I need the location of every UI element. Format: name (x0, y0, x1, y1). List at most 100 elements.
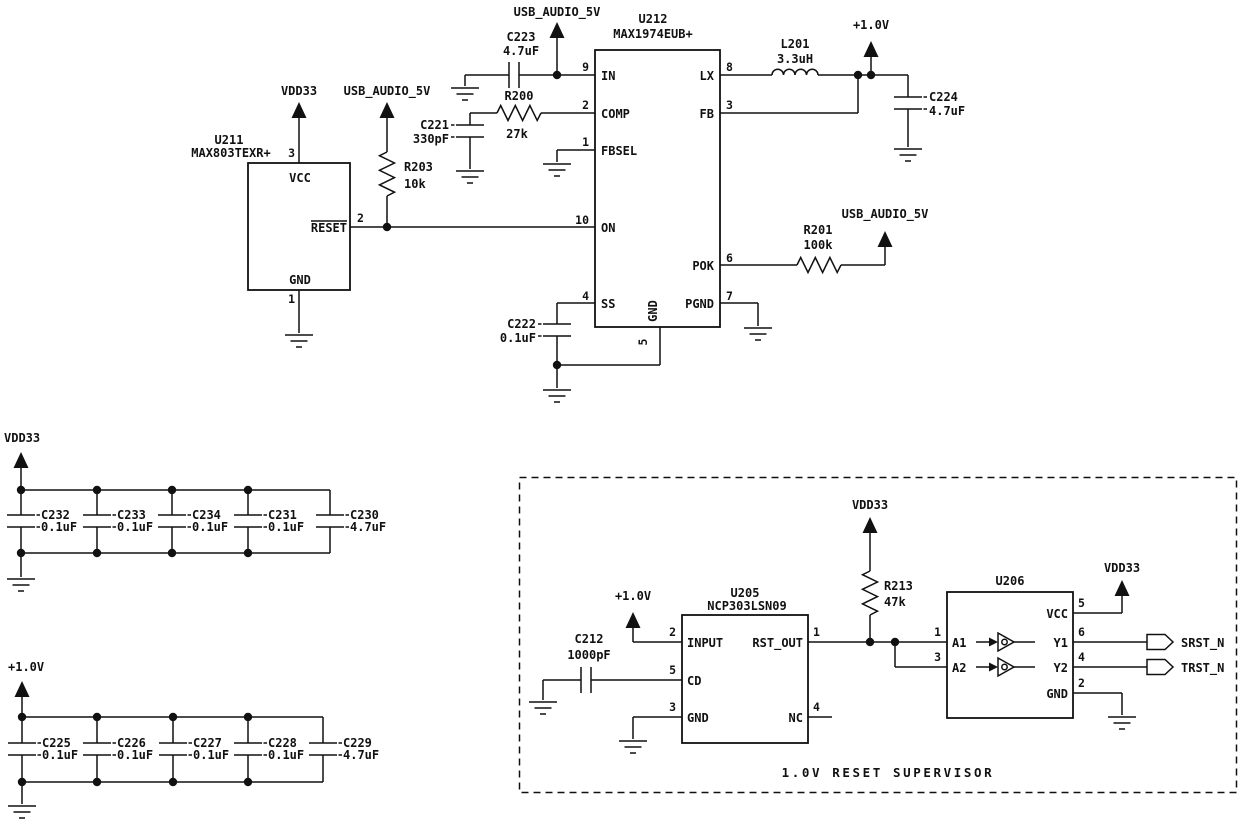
net-label-usb-audio-5v: USB_AUDIO_5V (344, 84, 431, 99)
l201-ref: L201 (781, 37, 810, 51)
r213-ref: R213 (884, 579, 913, 593)
c229-value: 4.7uF (343, 748, 379, 762)
power-arrow-icon (291, 102, 307, 118)
u212-pin-fbsel: FBSEL (601, 144, 637, 158)
u206-pinnum-2: 2 (1078, 676, 1085, 690)
capacitor-c228 (233, 742, 268, 756)
net-label-usb-audio-5v: USB_AUDIO_5V (842, 207, 929, 222)
u206-pin-a2: A2 (952, 661, 966, 675)
u211-pin-vcc: VCC (289, 171, 311, 185)
resistor-r201 (796, 256, 842, 274)
offpage-connector-trst (1146, 658, 1174, 676)
net-label-plus1v0: +1.0V (615, 589, 651, 603)
u206-pinnum-6: 6 (1078, 625, 1085, 639)
r200-ref: R200 (505, 89, 534, 103)
u205-part: NCP303LSN09 (707, 599, 786, 613)
u212-pinnum-9: 9 (582, 60, 589, 74)
u206-ic-body (946, 591, 1074, 719)
ground-icon (528, 701, 558, 715)
u211-ic-body (247, 162, 351, 291)
u212-part: MAX1974EUB+ (613, 27, 692, 41)
c222-ref: C222 (507, 317, 536, 331)
ground-icon (284, 334, 314, 348)
u212-pin-gnd: GND (646, 300, 660, 322)
u211-pin-reset: RESET (311, 221, 347, 235)
ground-icon (618, 740, 648, 754)
junction-dots (16, 70, 900, 787)
u212-pinnum-3: 3 (726, 98, 733, 112)
u205-pin-cd: CD (687, 674, 701, 688)
c225-ref: C225 (42, 736, 71, 750)
capacitor-c227 (158, 742, 193, 756)
c227-ref: C227 (193, 736, 222, 750)
u211-pinnum-2: 2 (357, 211, 364, 225)
capacitor-c226 (82, 742, 117, 756)
capacitor-c234 (157, 514, 192, 528)
capacitor-c225 (7, 742, 42, 756)
capacitor-c223 (508, 61, 520, 89)
ground-icon (6, 578, 36, 592)
c234-ref: C234 (192, 508, 221, 522)
passive-labels: R200 27k R201 100k R203 10k R213 47k L20… (404, 30, 965, 662)
u205-labels: U205 NCP303LSN09 INPUT CD GND RST_OUT NC… (669, 586, 820, 725)
net-label-plus1v0: +1.0V (853, 18, 889, 32)
c222-value: 0.1uF (500, 331, 536, 345)
c226-value: 0.1uF (117, 748, 153, 762)
c227-value: 0.1uF (193, 748, 229, 762)
r203-ref: R203 (404, 160, 433, 174)
power-arrow-icon (1114, 580, 1130, 596)
c230-value: 4.7uF (350, 520, 386, 534)
power-arrow-icon (877, 231, 893, 247)
u211-pin-gnd: GND (289, 273, 311, 287)
u212-pin-comp: COMP (601, 107, 630, 121)
u206-pinnum-1: 1 (934, 625, 941, 639)
u206-pin-gnd: GND (1046, 687, 1068, 701)
u205-ref: U205 (731, 586, 760, 600)
power-arrow-icon (14, 681, 30, 697)
c229-ref: C229 (343, 736, 372, 750)
power-arrow-icon (13, 452, 29, 468)
capacitor-c232 (6, 514, 41, 528)
reset-supervisor-group-border (518, 476, 1238, 794)
c231-value: 0.1uF (268, 520, 304, 534)
u205-pinnum-4: 4 (813, 700, 820, 714)
ground-icon (893, 148, 923, 162)
capacitor-c229 (308, 742, 343, 756)
r213-value: 47k (884, 595, 906, 609)
c228-ref: C228 (268, 736, 297, 750)
net-label-usb-audio-5v: USB_AUDIO_5V (514, 5, 601, 20)
net-label-vdd33: VDD33 (852, 498, 888, 512)
resistor-r200 (496, 104, 542, 122)
net-labels: VDD33 USB_AUDIO_5V USB_AUDIO_5V +1.0V US… (4, 5, 1224, 676)
power-arrow-icon (863, 41, 879, 57)
c223-ref: C223 (507, 30, 536, 44)
resistor-r213 (861, 570, 879, 616)
c212-ref: C212 (575, 632, 604, 646)
c232-value: 0.1uF (41, 520, 77, 534)
c225-value: 0.1uF (42, 748, 78, 762)
u212-labels: U212 MAX1974EUB+ IN COMP FBSEL ON SS LX … (575, 12, 733, 345)
u212-pinnum-1: 1 (582, 135, 589, 149)
c224-ref: C224 (929, 90, 958, 104)
u212-pinnum-10: 10 (575, 213, 589, 227)
u206-labels: U206 A1 A2 VCC Y1 Y2 GND 1 3 5 6 4 2 (934, 574, 1085, 701)
net-label-vdd33: VDD33 (281, 84, 317, 98)
r203-value: 10k (404, 177, 426, 191)
u212-pinnum-5: 5 (636, 338, 650, 345)
ground-icon (542, 389, 572, 403)
c233-ref: C233 (117, 508, 146, 522)
c233-value: 0.1uF (117, 520, 153, 534)
u205-pinnum-5: 5 (669, 663, 676, 677)
c226-ref: C226 (117, 736, 146, 750)
power-arrow-icon (862, 517, 878, 533)
u212-pinnum-8: 8 (726, 60, 733, 74)
u206-pin-y1: Y1 (1054, 636, 1068, 650)
buffer-gate-icon (975, 632, 1036, 652)
group-title-reset-supervisor: 1.0V RESET SUPERVISOR (782, 765, 995, 780)
u205-pinnum-2: 2 (669, 625, 676, 639)
capacitor-c221 (450, 124, 485, 138)
c223-value: 4.7uF (503, 44, 539, 58)
buffer-gate-icon (975, 657, 1036, 677)
r201-value: 100k (804, 238, 834, 252)
